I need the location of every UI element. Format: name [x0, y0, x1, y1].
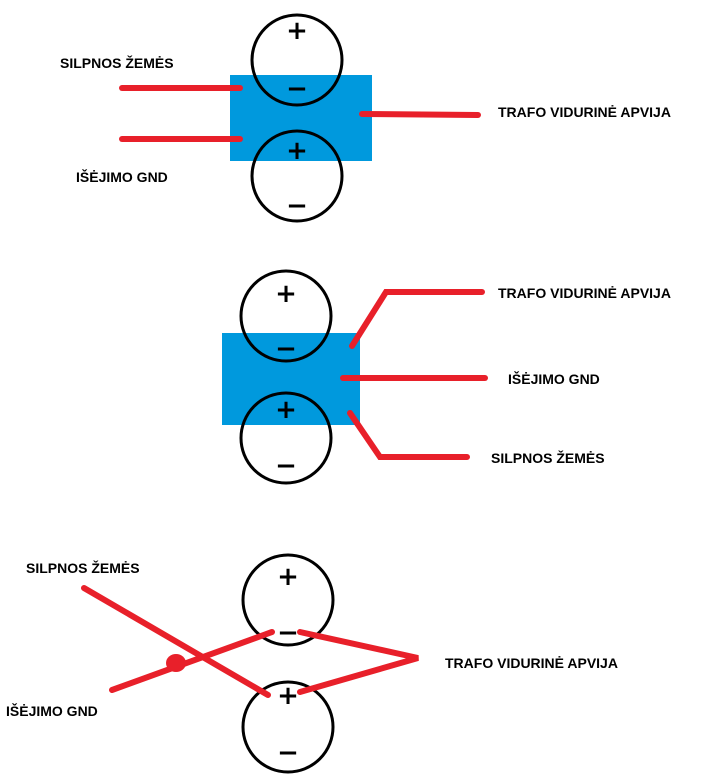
panel-1-top-capacitor: [250, 13, 344, 107]
panel-2-blue-box: [222, 333, 360, 425]
panel-1-blue-box: [230, 75, 372, 161]
panel-3-label-trafo: TRAFO VIDURINĖ APVIJA: [445, 655, 618, 671]
panel-2-label-silpnos: SILPNOS ŽEMĖS: [491, 449, 605, 466]
panel-2-bottom-cap-minus-sign: −: [275, 451, 297, 481]
panel-2-label-isejimo: IŠĖJIMO GND: [508, 370, 600, 387]
panel-3-top-cap-plus-sign: +: [277, 562, 299, 592]
panel-1-bottom-capacitor: [250, 129, 344, 223]
panel-2-top-cap-minus-sign: −: [275, 334, 297, 364]
panel-3: + − + − SILPNOS ŽEMĖS IŠĖJIMO GND TRAFO …: [6, 553, 618, 774]
panel-3-bottom-cap-minus-sign: −: [277, 738, 299, 768]
panel-2-label-trafo: TRAFO VIDURINĖ APVIJA: [498, 285, 671, 301]
panel-3-bottom-cap-plus-sign: +: [277, 681, 299, 711]
panel-2-top-cap-plus-sign: +: [275, 279, 297, 309]
panel-2-wire-trafo: [349, 289, 485, 349]
panel-2-top-capacitor: [239, 269, 333, 363]
panel-1-top-cap-minus-sign: −: [286, 74, 308, 104]
panel-1-label-silpnos: SILPNOS ŽEMĖS: [60, 54, 174, 71]
panel-3-wire-isejimo-to-minus: [109, 629, 275, 693]
panel-3-wire-trafo: [297, 629, 419, 695]
panel-1: + − + − SILPNOS ŽEMĖS IŠĖJIMO GND TRAFO …: [60, 13, 671, 223]
panel-3-top-capacitor: [241, 553, 335, 647]
panel-1-bottom-cap-minus-sign: −: [286, 191, 308, 221]
panel-1-bottom-cap-plus-sign: +: [286, 136, 308, 166]
panel-1-label-trafo: TRAFO VIDURINĖ APVIJA: [498, 104, 671, 120]
panel-2-wire-silpnos: [347, 410, 470, 460]
panel-3-label-silpnos: SILPNOS ŽEMĖS: [26, 559, 140, 576]
panel-3-label-isejimo: IŠĖJIMO GND: [6, 702, 98, 719]
panel-3-junction-blob: [166, 654, 186, 672]
panel-1-top-cap-plus-sign: +: [286, 16, 308, 46]
panel-2: + − + − TRAFO VIDURINĖ APVIJA IŠĖJIMO GN…: [222, 269, 671, 485]
panel-1-wire-trafo: [359, 111, 481, 118]
panel-3-wire-silpnos-to-plus: [81, 585, 271, 698]
panel-1-label-isejimo: IŠĖJIMO GND: [76, 168, 168, 185]
panel-3-top-cap-minus-sign: −: [277, 618, 299, 648]
panel-3-bottom-capacitor: [241, 680, 335, 774]
panel-2-bottom-capacitor: [239, 391, 333, 485]
panel-2-bottom-cap-plus-sign: +: [275, 395, 297, 425]
